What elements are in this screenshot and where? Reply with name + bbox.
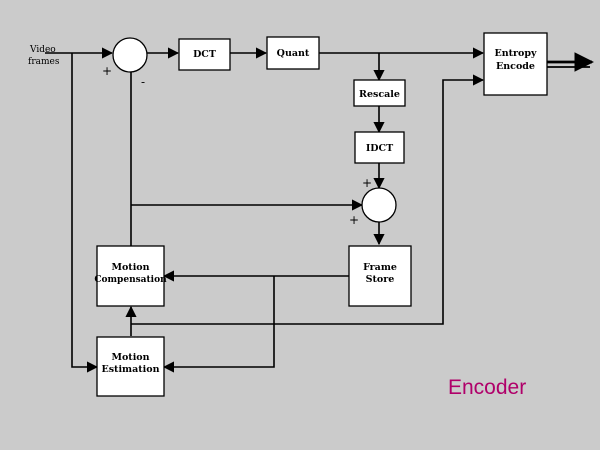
motion-est-label-2: Estimation [101,364,159,375]
motion-estimation-block [96,336,165,397]
wire-input-to-motion-estimation [71,53,99,373]
rescale-label: Rescale [359,89,400,100]
adder-plus-left-sign: + [349,213,359,227]
entropy-label-1: Entropy [494,48,537,59]
frame-store-label-2: Store [366,274,395,285]
encoder-caption: Encoder [448,376,526,399]
wire-framestore-to-motion-estimation [162,276,275,373]
frame-store-block [348,245,412,307]
video-frames-label-1: Video [29,45,56,55]
dct-label: DCT [193,49,216,60]
adder-plus-top-sign: + [362,176,372,190]
motion-est-label-1: Motion [111,352,149,363]
entropy-encode-block [483,32,548,96]
subtractor-circle [112,37,148,73]
quant-label: Quant [277,48,310,59]
entropy-label-2: Encode [496,61,535,72]
idct-block [354,131,405,164]
quant-block [266,36,320,70]
motion-comp-label-2: Compensation [94,275,167,285]
adder-circle [361,187,397,223]
video-frames-label-2: frames [28,57,60,67]
wire-motion-vectors-to-entropy [131,74,485,325]
subtractor-minus-sign: - [141,75,145,89]
dct-block [178,38,231,71]
frame-store-label-1: Frame [363,262,397,273]
motion-compensation-block [96,245,165,307]
idct-label: IDCT [366,143,393,154]
rescale-block [353,79,406,107]
motion-comp-label-1: Motion [111,262,149,273]
subtractor-plus-sign: + [102,64,112,78]
